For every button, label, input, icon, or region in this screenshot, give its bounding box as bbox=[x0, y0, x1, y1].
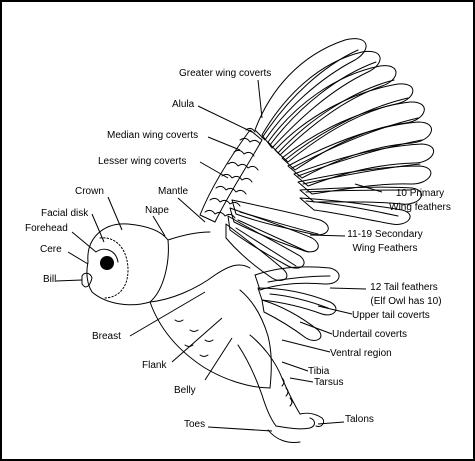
label-forehead: Forehead bbox=[25, 223, 68, 234]
leader-bill bbox=[55, 279, 83, 282]
leader-median-wing-coverts bbox=[207, 136, 241, 151]
leader-facial-disk bbox=[91, 213, 105, 243]
label-undertail-coverts: Undertail coverts bbox=[332, 329, 408, 340]
label-bill: Bill bbox=[43, 274, 57, 285]
secondary-feathers bbox=[225, 199, 329, 281]
label-primary-line1: 10 Primary bbox=[395, 188, 445, 199]
leader-tibia bbox=[281, 361, 309, 372]
leader-tail-feathers bbox=[329, 287, 367, 290]
leader-secondary bbox=[309, 234, 346, 237]
leader-lesser-wing-coverts bbox=[199, 161, 229, 179]
leader-greater-wing-coverts bbox=[257, 79, 263, 119]
label-upper-tail-coverts: Upper tail coverts bbox=[352, 310, 430, 321]
label-cere: Cere bbox=[40, 244, 62, 255]
owl-body bbox=[149, 231, 272, 389]
owl-legs bbox=[237, 334, 325, 443]
label-talons: Talons bbox=[345, 414, 374, 425]
leader-nape bbox=[152, 215, 166, 237]
eye-icon bbox=[100, 256, 114, 270]
label-breast: Breast bbox=[92, 331, 121, 342]
leader-undertail-coverts bbox=[299, 321, 333, 335]
owl-illustration bbox=[81, 38, 435, 443]
label-tail-line2: (Elf Owl has 10) bbox=[370, 296, 442, 307]
owl-tail bbox=[254, 266, 340, 341]
leader-belly bbox=[204, 337, 233, 381]
leader-alula bbox=[197, 105, 253, 133]
label-tarsus: Tarsus bbox=[314, 377, 344, 388]
label-secondary-line2: Wing Feathers bbox=[352, 243, 418, 254]
leader-primary bbox=[354, 183, 383, 193]
leader-ventral-region bbox=[281, 339, 331, 353]
label-belly: Belly bbox=[174, 385, 196, 396]
leader-talons bbox=[317, 421, 345, 425]
leader-upper-tail-coverts bbox=[317, 305, 353, 315]
label-flank: Flank bbox=[142, 360, 167, 371]
label-tibia: Tibia bbox=[308, 366, 330, 377]
leader-crown bbox=[107, 196, 123, 231]
label-greater-wing-coverts: Greater wing coverts bbox=[179, 68, 272, 79]
label-primary-line2: Wing feathers bbox=[389, 202, 451, 213]
label-secondary-line1: 11-19 Secondary bbox=[347, 229, 423, 240]
leader-lines bbox=[55, 79, 383, 432]
label-nape: Nape bbox=[145, 205, 169, 216]
label-lesser-wing-coverts: Lesser wing coverts bbox=[98, 156, 187, 167]
leader-cere bbox=[67, 251, 89, 265]
primary-feathers bbox=[254, 38, 435, 225]
label-alula: Alula bbox=[172, 99, 195, 110]
label-facial-disk: Facial disk bbox=[41, 208, 89, 219]
label-mantle: Mantle bbox=[158, 186, 189, 197]
leader-tarsus bbox=[289, 377, 314, 383]
wing-coverts bbox=[199, 127, 263, 223]
leader-breast bbox=[129, 291, 206, 337]
label-crown: Crown bbox=[75, 186, 104, 197]
label-toes: Toes bbox=[184, 419, 206, 430]
label-median-wing-coverts: Median wing coverts bbox=[107, 130, 199, 141]
leader-forehead bbox=[71, 231, 97, 253]
leader-flank bbox=[171, 317, 223, 363]
leader-toes bbox=[207, 426, 273, 432]
leader-mantle bbox=[177, 197, 206, 223]
label-tail-line1: 12 Tail feathers bbox=[370, 282, 438, 293]
label-ventral-region: Ventral region bbox=[330, 348, 392, 359]
owl-head bbox=[81, 223, 169, 306]
